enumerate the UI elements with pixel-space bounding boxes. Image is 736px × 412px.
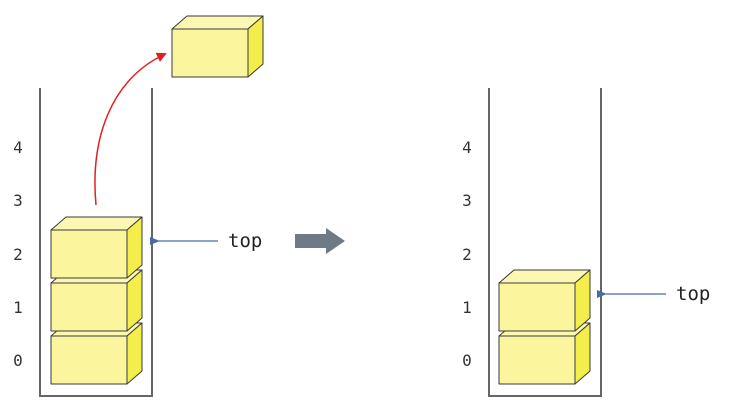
before-top-label: top: [228, 230, 262, 252]
before-index-4: 4: [13, 138, 23, 157]
after-top-pointer: top: [597, 283, 710, 305]
after-index-labels: 0 1 2 3 4: [462, 138, 472, 370]
stack-box-0-front-face: [498, 335, 576, 385]
popped-box-front-face: [171, 28, 249, 78]
stack-box-1: [50, 269, 143, 332]
stack-box-0: [50, 322, 143, 385]
after-stack-container: [488, 88, 602, 397]
before-stack-items: [50, 216, 143, 385]
stack-box-2: [50, 216, 143, 279]
stack-box-1-top-face: [498, 269, 591, 284]
before-index-labels: 0 1 2 3 4: [13, 138, 23, 370]
right-arrow-icon: [295, 228, 345, 254]
after-top-label: top: [676, 283, 710, 305]
after-index-1: 1: [462, 298, 472, 317]
stack-box-0-front-face: [50, 335, 128, 385]
after-index-4: 4: [462, 138, 472, 157]
before-index-1: 1: [13, 298, 23, 317]
stack-box-1-front-face: [50, 282, 128, 332]
before-index-0: 0: [13, 351, 23, 370]
after-index-2: 2: [462, 245, 472, 264]
before-index-3: 3: [13, 191, 23, 210]
after-stack-items: [498, 269, 591, 385]
popped-item: [171, 15, 264, 78]
popped-box: [171, 15, 264, 78]
pop-arrow-icon: [94, 52, 167, 206]
stack-box-1-front-face: [498, 282, 576, 332]
before-index-2: 2: [13, 245, 23, 264]
after-stack: 0 1 2 3 4: [462, 88, 602, 397]
after-index-0: 0: [462, 351, 472, 370]
stack-box-2-front-face: [50, 229, 128, 279]
before-top-pointer: top: [150, 230, 262, 252]
stack-box-2-top-face: [50, 216, 143, 231]
after-index-3: 3: [462, 191, 472, 210]
stack-box-0: [498, 322, 591, 385]
stack-box-1: [498, 269, 591, 332]
popped-box-top-face: [171, 15, 264, 30]
before-stack: 0 1 2 3 4: [13, 88, 153, 397]
